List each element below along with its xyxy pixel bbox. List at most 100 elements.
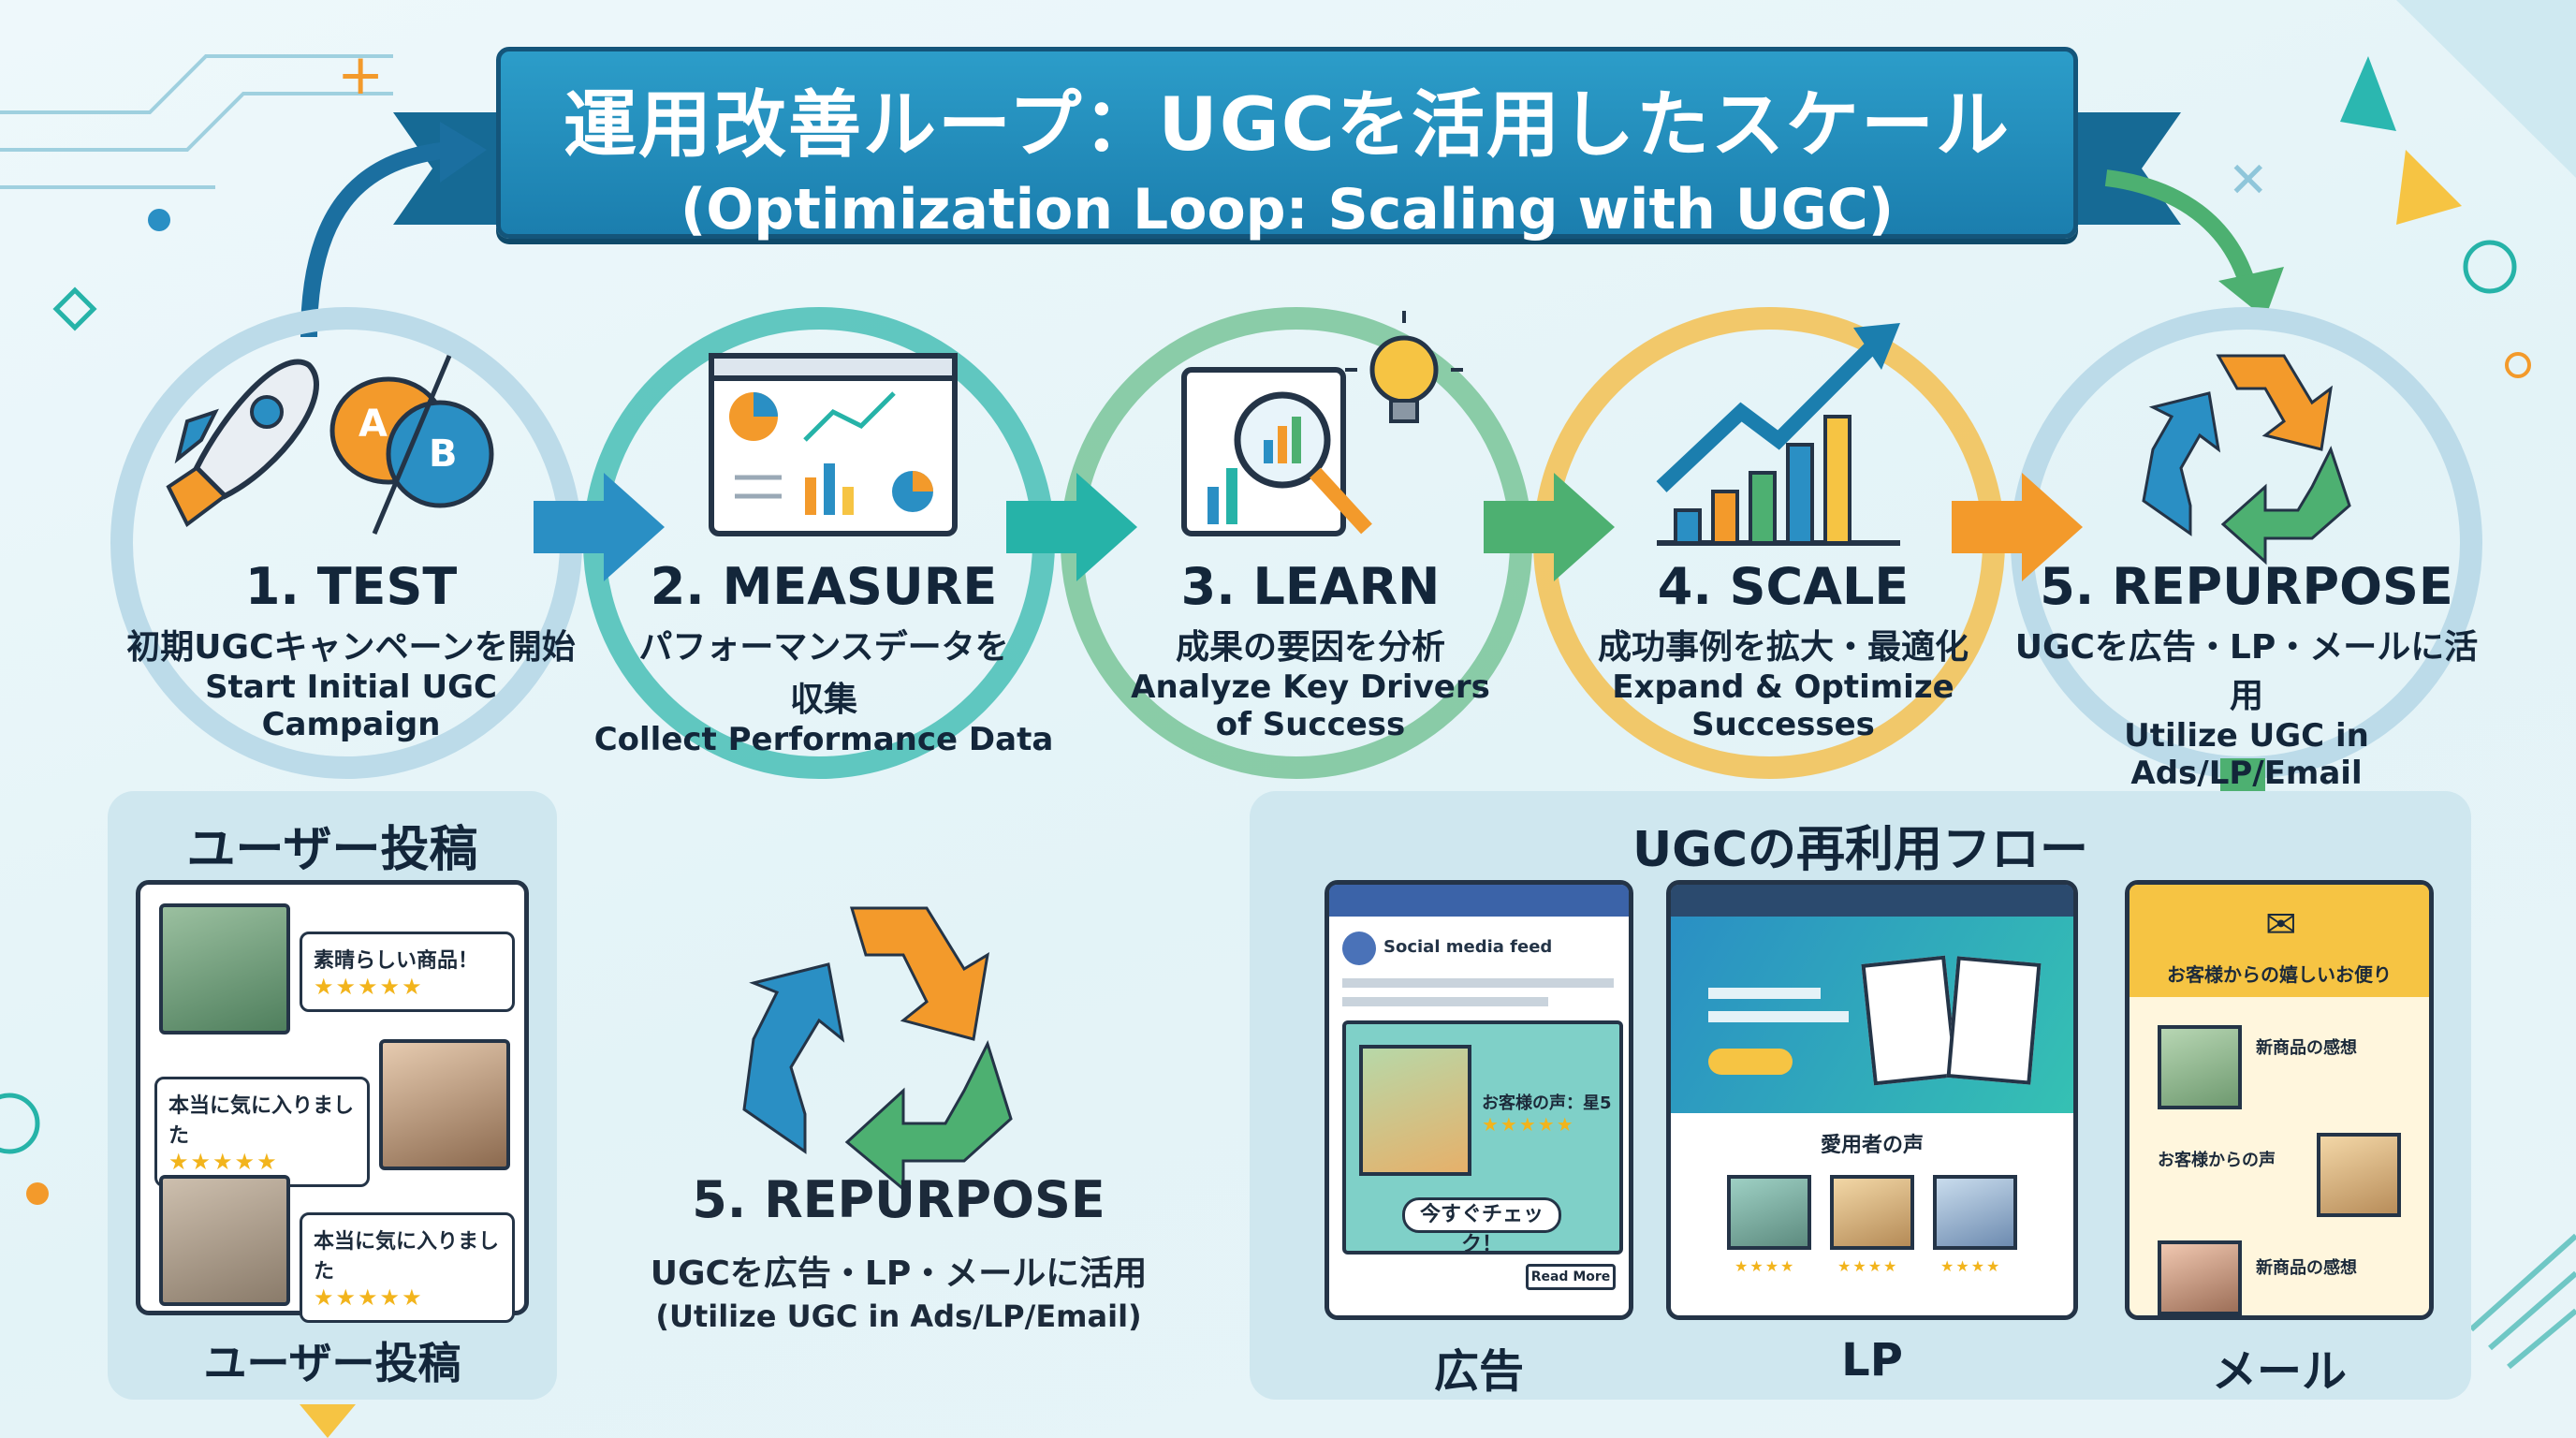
flow-arrow	[1484, 473, 1615, 581]
center-repurpose-en: (Utilize UGC in Ads/LP/Email)	[655, 1299, 1142, 1334]
post-text: 本当に気に入りました	[314, 1230, 500, 1284]
center-repurpose-ja: UGCを広告・LP・メールに活用	[650, 1255, 1148, 1293]
step-number: 1. TEST	[244, 557, 458, 616]
step-ja: 初期UGCキャンペーンを開始	[126, 628, 576, 667]
corner-shape	[2396, 0, 2576, 178]
post-bubble: 本当に気に入りました ★★★★★	[300, 1212, 515, 1323]
user-posts-footer: ユーザー投稿	[203, 1338, 461, 1388]
user-photo	[1727, 1175, 1811, 1250]
step-measure: 2. MEASURE パフォーマンスデータを 収集 Collect Perfor…	[580, 557, 1067, 758]
circle-icon	[0, 1093, 40, 1154]
reuse-flow-title: UGCの再利用フロー	[1632, 822, 2089, 878]
lp-section-title: 愛用者の声	[1820, 1134, 1924, 1157]
mail-label: メール	[2211, 1345, 2347, 1398]
step-ja: 成果の要因を分析	[1175, 628, 1445, 667]
step-en: of Success	[1215, 706, 1406, 743]
loop-arrow-up	[300, 141, 450, 338]
title-ja: 運用改善ループ：UGCを活用したスケール	[564, 83, 2011, 168]
lp-label: LP	[1841, 1334, 1903, 1387]
user-photo	[159, 1175, 290, 1306]
ab-test-icon	[329, 355, 494, 535]
circuit-lines	[0, 54, 393, 189]
stripe-deco	[2469, 1233, 2576, 1370]
diamond-icon	[52, 286, 97, 331]
step-en: Start Initial UGC	[205, 668, 497, 706]
step-number: 4. SCALE	[1657, 557, 1910, 616]
loop-arrow-down	[2104, 169, 2255, 284]
feed-title: Social media feed	[1383, 937, 1553, 957]
step-number: 2. MEASURE	[650, 557, 998, 616]
flow-arrow	[1006, 473, 1137, 581]
post-text: 素晴らしい商品！	[314, 949, 479, 973]
triangle-icon	[2340, 56, 2396, 131]
review-card	[1861, 955, 1958, 1086]
ad-quote: お客様の声：星5	[1482, 1093, 1612, 1113]
user-photo	[2317, 1133, 2401, 1217]
circle-icon	[2463, 240, 2517, 294]
recycle-icon	[2142, 354, 2351, 565]
user-photo	[2158, 1025, 2242, 1109]
lp-stars: ★★★★	[1734, 1257, 1796, 1275]
post-text: 本当に気に入りました	[168, 1094, 355, 1148]
ab-b-label: B	[429, 433, 458, 476]
mail-item: お客様からの声	[2158, 1151, 2276, 1170]
step-en: Collect Performance Data	[593, 721, 1054, 758]
ad-header-bar	[1329, 885, 1629, 917]
lightbulb-icon	[1345, 311, 1463, 423]
user-photo	[1830, 1175, 1914, 1250]
lp-cta-button[interactable]	[1708, 1049, 1793, 1075]
step-ja: 収集	[789, 681, 857, 719]
review-card	[1946, 956, 2042, 1085]
magnifier-icon	[1181, 367, 1372, 536]
post-bubble: 本当に気に入りました ★★★★★	[154, 1077, 370, 1187]
center-repurpose: 5. REPURPOSE UGCを広告・LP・メールに活用 (Utilize U…	[599, 1170, 1198, 1334]
cross-icon: ✕	[2228, 153, 2269, 209]
dot-icon	[148, 209, 170, 231]
step-en: Expand & Optimize	[1612, 668, 1954, 706]
dot-icon	[26, 1182, 49, 1205]
flow-arrow	[1952, 473, 2083, 581]
post-stars: ★★★★★	[314, 1284, 424, 1311]
step-ja: UGCを広告・LP・メールに活用	[2014, 628, 2479, 715]
recycle-icon	[742, 906, 1013, 1193]
read-more-button[interactable]: Read More	[1526, 1264, 1616, 1290]
mail-item: 新商品の感想	[2256, 1258, 2357, 1278]
step-test: 1. TEST 初期UGCキャンペーンを開始 Start Initial UGC…	[108, 557, 594, 743]
ad-cta-button[interactable]: 今すぐチェック！	[1402, 1197, 1561, 1256]
center-repurpose-title: 5. REPURPOSE	[692, 1170, 1105, 1229]
step-number: 3. LEARN	[1180, 557, 1441, 616]
step-en: Utilize UGC in	[2124, 717, 2369, 755]
text-line	[1342, 997, 1548, 1006]
envelope-icon: ✉	[2265, 903, 2297, 946]
step-number: 5. REPURPOSE	[2040, 557, 2453, 616]
lp-stars: ★★★★	[1837, 1257, 1899, 1275]
text-line	[1708, 1011, 1849, 1022]
post-bubble: 素晴らしい商品！ ★★★★★	[300, 932, 515, 1012]
user-posts-panel: ユーザー投稿 素晴らしい商品！ ★★★★★ 本当に気に入りました ★★★★★ 本…	[108, 791, 557, 1400]
reuse-flow-panel: UGCの再利用フロー Social media feed お客様の声：星5 ★★…	[1250, 791, 2471, 1400]
user-photo	[1933, 1175, 2017, 1250]
flow-arrow	[534, 473, 665, 581]
user-posts-card: 素晴らしい商品！ ★★★★★ 本当に気に入りました ★★★★★ 本当に気に入りま…	[136, 880, 529, 1323]
step-en: Campaign	[261, 706, 441, 743]
user-photo	[1359, 1045, 1471, 1176]
user-photo	[2158, 1240, 2242, 1315]
mail-mockup: ✉ お客様からの嬉しいお便り 新商品の感想 お客様からの声 新商品の感想	[2125, 880, 2434, 1320]
post-stars: ★★★★★	[314, 974, 424, 1000]
triangle-icon	[2396, 150, 2462, 225]
mail-title: お客様からの嬉しいお便り	[2167, 963, 2392, 986]
dashboard-icon	[709, 353, 958, 536]
step-en: Successes	[1691, 706, 1875, 743]
user-posts-title: ユーザー投稿	[186, 822, 478, 878]
ab-a-label: A	[359, 403, 388, 446]
mail-item: 新商品の感想	[2256, 1038, 2357, 1058]
ad-label: 広告	[1433, 1345, 1524, 1398]
circle-icon	[2505, 352, 2531, 378]
title-en: (Optimization Loop: Scaling with UGC)	[680, 177, 1895, 242]
post-stars: ★★★★★	[168, 1149, 279, 1175]
plus-icon: +	[337, 42, 384, 108]
step-en: Ads/LP/Email	[2130, 755, 2363, 792]
step-ja: 成功事例を拡大・最適化	[1597, 628, 1969, 667]
step-scale: 4. SCALE 成功事例を拡大・最適化 Expand & Optimize S…	[1540, 557, 2027, 743]
